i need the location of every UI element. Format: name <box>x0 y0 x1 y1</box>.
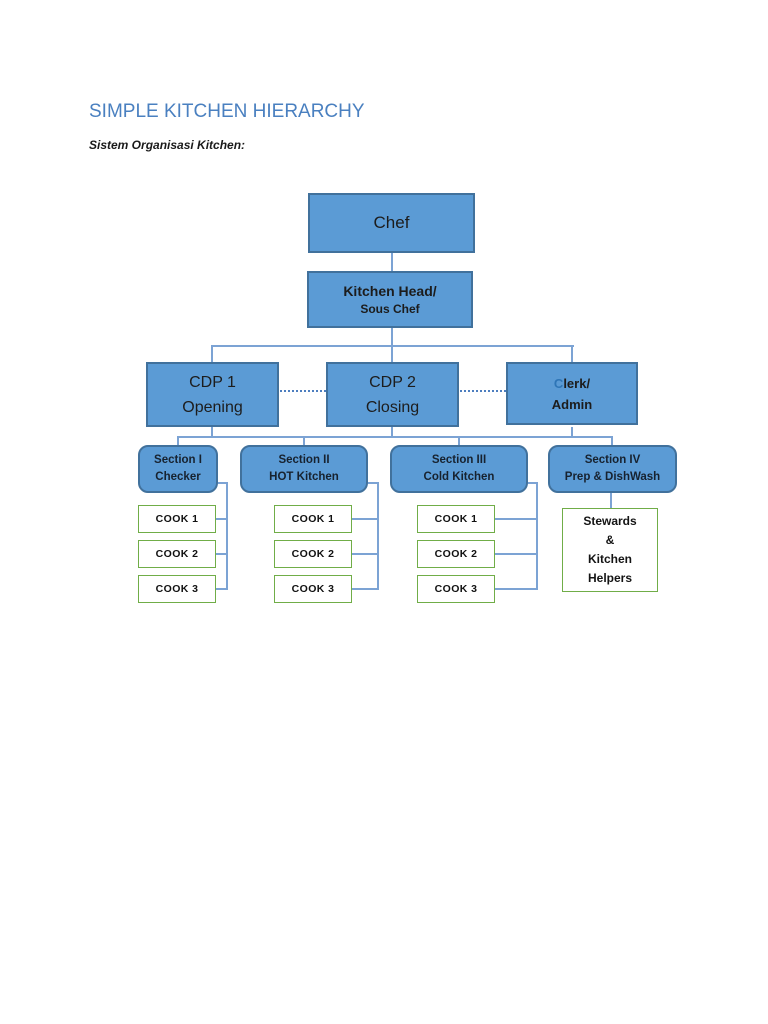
connector-col2-cook2 <box>352 553 378 555</box>
node-stewards: Stewards & Kitchen Helpers <box>562 508 658 592</box>
page-subtitle: Sistem Organisasi Kitchen: <box>89 138 246 152</box>
node-section1-line2: Checker <box>155 471 201 483</box>
node-clerk-admin: Clerk/ Admin <box>506 362 638 425</box>
node-section2-line2: HOT Kitchen <box>269 471 339 483</box>
node-kitchen-head-line2: Sous Chef <box>360 302 420 316</box>
connector-col3-cook1 <box>495 518 537 520</box>
node-chef: Chef <box>308 193 475 253</box>
connector-drop-section1 <box>177 436 179 445</box>
node-cook1-section2: COOK 1 <box>274 505 352 533</box>
connector-section1-out <box>218 482 227 484</box>
node-cook2-section3: COOK 2 <box>417 540 495 568</box>
connector-kitchenhead-down <box>391 328 393 346</box>
node-clerk-line2: Admin <box>551 396 593 412</box>
node-cdp1-line1: CDP 1 <box>189 373 236 391</box>
connector-col2-vertical <box>377 482 379 590</box>
connector-col1-vertical <box>226 482 228 590</box>
page-title: SIMPLE KITCHEN HIERARCHY <box>89 101 365 122</box>
node-section1-line1: Section I <box>154 454 202 466</box>
node-clerk-line1-rest: lerk/ <box>563 375 591 391</box>
node-kitchen-head: Kitchen Head/ Sous Chef <box>307 271 473 328</box>
node-stewards-line2: & <box>605 533 615 547</box>
connector-drop-section4 <box>611 436 613 445</box>
connector-sections-horizontal <box>177 436 613 438</box>
node-section4-line1: Section IV <box>584 454 641 466</box>
node-cdp2: CDP 2 Closing <box>326 362 459 427</box>
connector-section4-stewards <box>610 493 612 508</box>
node-clerk-initial: C <box>553 375 564 391</box>
connector-col2-cook1 <box>352 518 378 520</box>
node-cook3-section3: COOK 3 <box>417 575 495 603</box>
node-chef-label: Chef <box>373 213 410 232</box>
node-clerk-line1: Clerk/ <box>554 373 590 394</box>
connector-col3-cook3 <box>495 588 537 590</box>
node-section3: Section III Cold Kitchen <box>390 445 528 493</box>
connector-cdp2-down <box>391 427 393 437</box>
connector-col2-cook3 <box>352 588 378 590</box>
connector-col1-cook1 <box>216 518 227 520</box>
connector-col1-cook2 <box>216 553 227 555</box>
connector-col3-vertical <box>536 482 538 590</box>
node-section2: Section II HOT Kitchen <box>240 445 368 493</box>
node-cdp2-line1: CDP 2 <box>369 373 416 391</box>
connector-clerk-down <box>571 427 573 437</box>
connector-chef-kitchenhead <box>391 253 393 271</box>
node-cook3-section2: COOK 3 <box>274 575 352 603</box>
connector-section3-out <box>528 482 538 484</box>
connector-dotted-cdp2-clerk <box>460 390 506 392</box>
node-section4: Section IV Prep & DishWash <box>548 445 677 493</box>
node-section2-line1: Section II <box>278 454 330 466</box>
node-stewards-line1: Stewards <box>583 514 637 528</box>
node-cook2-section2: COOK 2 <box>274 540 352 568</box>
node-stewards-line3: Kitchen <box>587 552 632 566</box>
node-cook1-section1: COOK 1 <box>138 505 216 533</box>
node-section3-line1: Section III <box>431 454 487 466</box>
connector-drop-section3 <box>458 436 460 445</box>
node-stewards-line4: Helpers <box>587 571 633 585</box>
node-section1: Section I Checker <box>138 445 218 493</box>
connector-col1-cook3 <box>216 588 227 590</box>
node-section3-line2: Cold Kitchen <box>423 471 495 483</box>
connector-dotted-cdp1-cdp2 <box>280 390 326 392</box>
node-section4-line2: Prep & DishWash <box>564 471 661 483</box>
node-kitchen-head-line1: Kitchen Head/ <box>343 283 437 299</box>
connector-drop-cdp2 <box>391 345 393 362</box>
node-cdp2-line2: Closing <box>365 398 420 416</box>
node-cdp1-line2: Opening <box>182 398 243 416</box>
connector-cdp1-down <box>211 427 213 437</box>
connector-drop-clerk <box>571 345 573 362</box>
connector-col3-cook2 <box>495 553 537 555</box>
connector-drop-cdp1 <box>211 345 213 362</box>
node-cdp1: CDP 1 Opening <box>146 362 279 427</box>
node-cook2-section1: COOK 2 <box>138 540 216 568</box>
connector-section2-out <box>368 482 378 484</box>
node-cook1-section3: COOK 1 <box>417 505 495 533</box>
connector-drop-section2 <box>303 436 305 445</box>
node-cook3-section1: COOK 3 <box>138 575 216 603</box>
